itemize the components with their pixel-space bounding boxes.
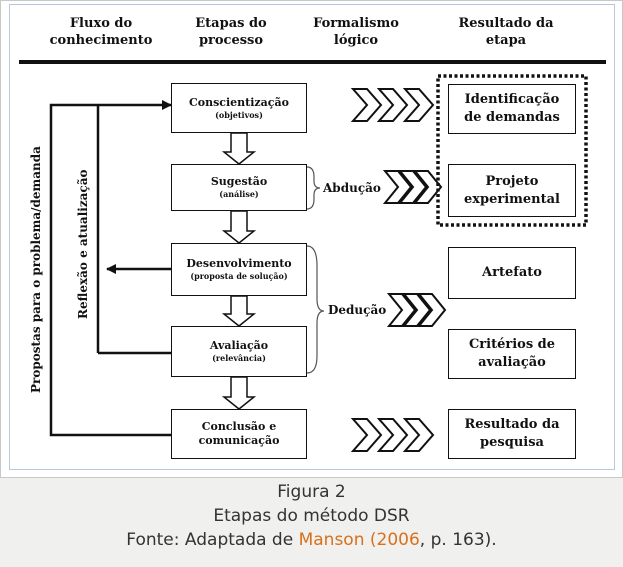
header-formalismo-line1: Formalismo	[313, 16, 399, 31]
down-arrow-1	[221, 132, 257, 165]
label-reflexao: Reflexão e atualização	[76, 169, 90, 319]
chevrons-row-4	[350, 418, 435, 452]
step-subtitle: (proposta de solução)	[190, 271, 288, 281]
result-line1: Projeto	[485, 173, 539, 189]
chevrons-row-3	[386, 293, 447, 327]
step-title: Avaliação	[209, 339, 269, 352]
step-title: Sugestão	[210, 175, 268, 188]
result-line1: Identificação	[464, 92, 560, 107]
down-arrow-4	[221, 376, 257, 410]
step-conclusao: Conclusão e comunicação	[171, 409, 307, 459]
step-conscientizacao: Conscientização (objetivos)	[171, 83, 307, 133]
caption-figure-number: Figura 2	[277, 482, 346, 502]
chevrons-row-2	[382, 170, 443, 204]
loop-propostas-line	[49, 100, 172, 437]
step-subtitle: (relevância)	[212, 353, 266, 363]
result-line1: Resultado da	[464, 417, 560, 432]
step-subtitle: (objetivos)	[215, 109, 263, 120]
step-desenvolvimento: Desenvolvimento (proposta de solução)	[171, 243, 307, 296]
header-etapas-processo: Etapas do processo	[171, 15, 291, 49]
header-fluxo-conhecimento: Fluxo do conhecimento	[41, 15, 161, 49]
result-line2: de demandas	[464, 110, 560, 125]
header-etapas-line1: Etapas do	[195, 16, 267, 31]
header-resultado-line2: etapa	[485, 33, 527, 48]
header-etapas-line2: processo	[198, 33, 264, 48]
step-sugestao: Sugestão (análise)	[171, 164, 307, 211]
step-title: Conscientização	[189, 95, 289, 109]
figure-inner-border	[9, 4, 615, 470]
result-criterios: Critérios de avaliação	[448, 329, 576, 379]
header-resultado-etapa: Resultado da etapa	[441, 15, 571, 49]
result-pesquisa: Resultado da pesquisa	[448, 409, 576, 459]
brace-abducao	[306, 166, 321, 210]
step-title-line2: comunicação	[198, 434, 280, 447]
brace-deducao	[306, 245, 325, 374]
result-line1: Artefato	[482, 265, 542, 280]
figure-caption: Figura 2 Etapas do método DSR Fonte: Ada…	[0, 480, 623, 552]
chevrons-row-1	[350, 88, 435, 122]
header-resultado-line1: Resultado da	[458, 16, 554, 31]
header-formalismo-line2: lógico	[333, 33, 379, 48]
result-line2: experimental	[463, 191, 560, 207]
dotted-group-border	[436, 74, 588, 227]
label-propostas: Propostas para o problema/demanda	[29, 146, 43, 393]
caption-title: Etapas do método DSR	[213, 506, 410, 526]
figure-frame: Fluxo do conhecimento Etapas do processo…	[0, 0, 623, 478]
result-projeto: Projeto experimental	[448, 164, 576, 217]
header-formalismo-logico: Formalismo lógico	[301, 15, 411, 49]
result-line2: pesquisa	[480, 435, 544, 450]
step-title: Desenvolvimento	[186, 257, 292, 270]
result-line1: Critérios de	[468, 337, 556, 352]
header-fluxo-line1: Fluxo do	[69, 16, 133, 31]
result-line2: avaliação	[478, 355, 546, 370]
result-artefato: Artefato	[448, 247, 576, 299]
label-abducao: Abdução	[323, 181, 381, 195]
caption-source: Fonte: Adaptada de Manson (2006, p. 163)…	[0, 528, 623, 552]
header-fluxo-line2: conhecimento	[49, 33, 153, 48]
step-avaliacao: Avaliação (relevância)	[171, 326, 307, 377]
diagram-connectors	[19, 60, 606, 452]
result-identificacao: Identificação de demandas	[448, 84, 576, 134]
caption-source-prefix: Fonte: Adaptada de	[126, 530, 299, 550]
label-deducao: Dedução	[328, 303, 387, 317]
down-arrow-3	[221, 295, 257, 327]
step-subtitle: (análise)	[219, 189, 259, 199]
step-title-line1: Conclusão e	[201, 420, 277, 433]
caption-source-link[interactable]: Manson (2006	[298, 530, 420, 550]
caption-source-suffix: , p. 163).	[419, 530, 497, 550]
down-arrow-2	[221, 210, 257, 244]
